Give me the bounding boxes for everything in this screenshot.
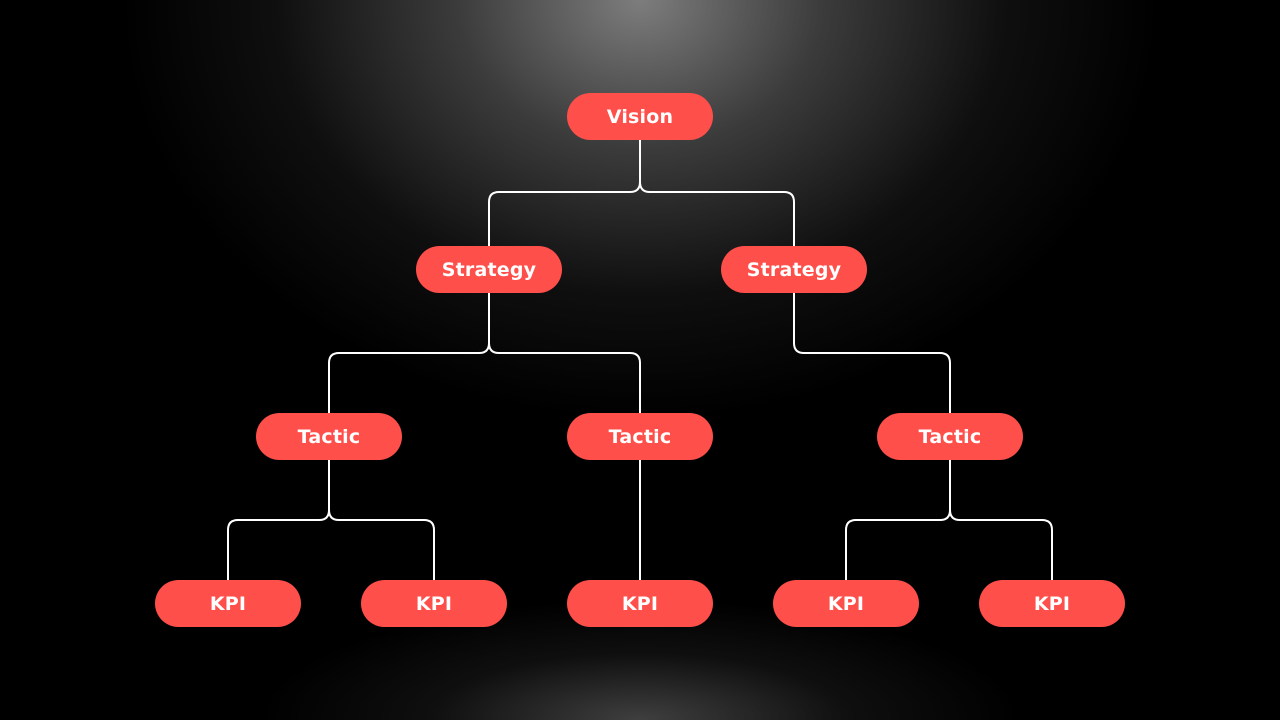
- connector-strategy-tactic: [793, 293, 951, 413]
- vision-node: Vision: [567, 93, 713, 140]
- connector-tactic-kpi: [328, 509, 435, 580]
- connector-vision-strategy: [488, 140, 641, 246]
- kpi-node: KPI: [773, 580, 919, 627]
- kpi-node: KPI: [567, 580, 713, 627]
- tactic-node: Tactic: [877, 413, 1023, 460]
- connector-tactic-kpi: [949, 509, 1053, 580]
- strategy-node: Strategy: [721, 246, 867, 293]
- connector-strategy-tactic: [488, 342, 641, 413]
- kpi-node: KPI: [979, 580, 1125, 627]
- connector-tactic-kpi: [845, 460, 951, 580]
- connector-vision-strategy: [639, 181, 795, 246]
- kpi-node: KPI: [361, 580, 507, 627]
- strategy-node: Strategy: [416, 246, 562, 293]
- kpi-node: KPI: [155, 580, 301, 627]
- tactic-node: Tactic: [567, 413, 713, 460]
- connector-strategy-tactic: [328, 293, 490, 413]
- connector-tactic-kpi: [227, 460, 330, 580]
- tactic-node: Tactic: [256, 413, 402, 460]
